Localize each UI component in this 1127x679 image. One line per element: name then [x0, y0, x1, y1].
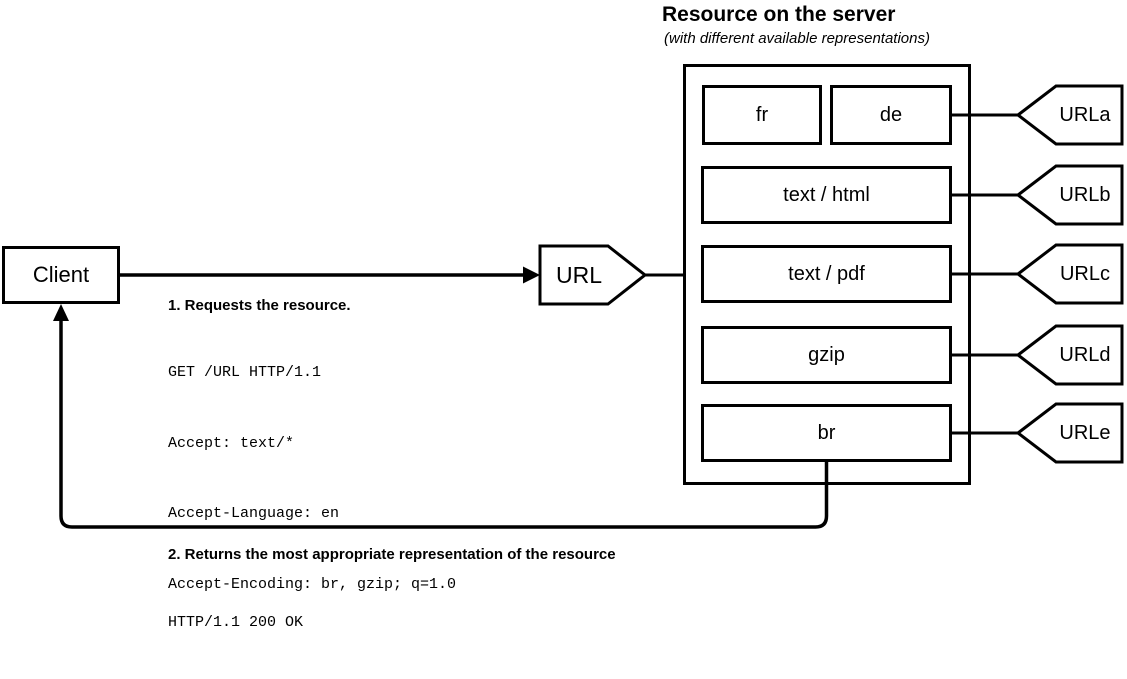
- representation-box-text-html: text / html: [701, 166, 952, 224]
- representation-label-br: br: [817, 421, 836, 444]
- url-tag-shape-urle: [1015, 402, 1124, 464]
- representation-box-fr: fr: [702, 85, 822, 145]
- url-tag-label-urlc: URLc: [1059, 262, 1110, 285]
- request-code-block: GET /URL HTTP/1.1 Accept: text/* Accept-…: [168, 314, 456, 643]
- representation-box-gzip: gzip: [701, 326, 952, 384]
- server-resource-box: [683, 64, 971, 485]
- representation-label-fr: fr: [755, 103, 769, 126]
- representation-label-de: de: [879, 103, 903, 126]
- url-tag-label-urld: URLd: [1059, 343, 1111, 366]
- url-tag-shape-urld: [1015, 324, 1124, 386]
- representation-box-br: br: [701, 404, 952, 462]
- url-tag-label-urle: URLe: [1059, 421, 1111, 444]
- representation-box-text-pdf: text / pdf: [701, 245, 952, 303]
- url-tag-label-urla: URLa: [1059, 103, 1111, 126]
- server-title: Resource on the server: [662, 3, 896, 26]
- client-box: Client: [2, 246, 120, 304]
- response-heading: 2. Returns the most appropriate represen…: [168, 546, 616, 563]
- url-pentagon-shape: [538, 244, 648, 306]
- response-code-line: HTTP/1.1 200 OK: [168, 614, 304, 631]
- request-code-line: GET /URL HTTP/1.1: [168, 364, 322, 381]
- url-tag-shape-urla: [1015, 84, 1124, 146]
- request-code-line: Accept: text/*: [168, 434, 295, 452]
- request-code-line: Accept-Language: en: [168, 505, 340, 522]
- response-code-block: HTTP/1.1 200 OK Content-Location: /URLe …: [168, 564, 375, 679]
- server-subtitle: (with different available representation…: [664, 30, 930, 47]
- representation-label-gzip: gzip: [808, 343, 845, 366]
- response-arrowhead: [53, 304, 69, 321]
- request-heading: 1. Requests the resource.: [168, 297, 351, 314]
- representation-label-text-pdf: text / pdf: [788, 262, 865, 285]
- url-tag-shape-urlc: [1015, 243, 1124, 305]
- url-tag-shape-urlb: [1015, 164, 1124, 226]
- response-return-path: [59, 316, 829, 529]
- request-code-line: Accept-Encoding: br, gzip; q=1.0: [168, 575, 457, 593]
- client-label: Client: [32, 262, 90, 287]
- url-pentagon-label: URL: [555, 261, 602, 288]
- representation-box-de: de: [830, 85, 952, 145]
- url-tag-label-urlb: URLb: [1059, 183, 1111, 206]
- representation-label-text-html: text / html: [783, 183, 870, 206]
- request-arrowhead: [523, 266, 540, 284]
